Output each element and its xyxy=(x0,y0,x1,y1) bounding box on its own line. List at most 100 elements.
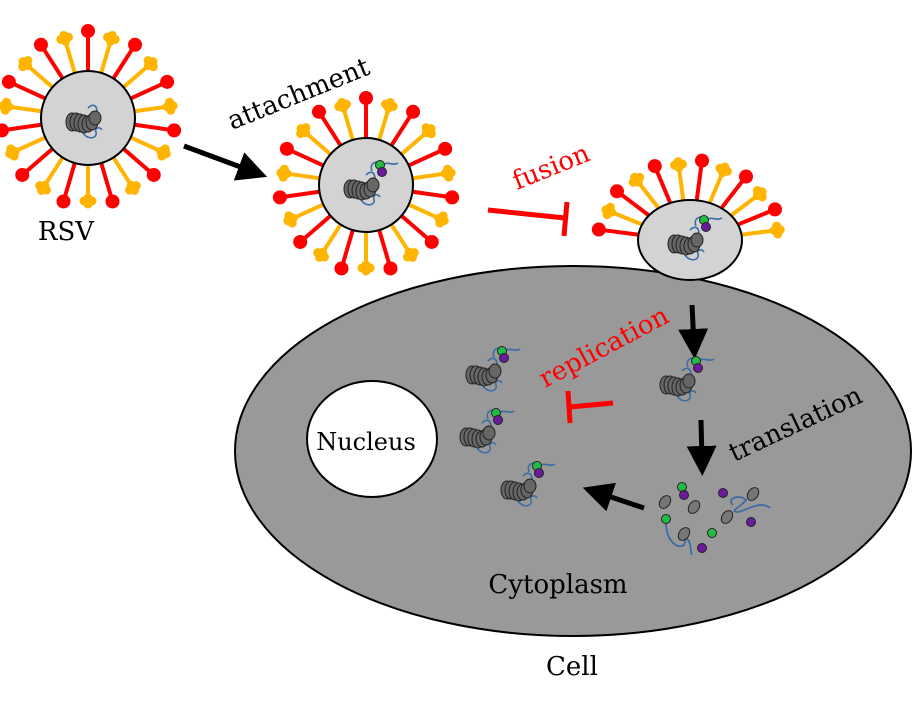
g-protein-spike xyxy=(39,43,66,82)
rsv-virion-attached xyxy=(272,91,460,276)
f-protein-head xyxy=(276,164,292,182)
g-protein-spike xyxy=(1,122,45,133)
rsv-label: RSV xyxy=(38,217,95,247)
g-protein-head xyxy=(1,74,16,89)
f-protein-head xyxy=(421,123,436,139)
g-protein-head xyxy=(591,222,606,237)
g-protein-head xyxy=(424,234,439,249)
nucleus-membrane xyxy=(306,380,438,498)
g-protein-head xyxy=(160,74,175,89)
g-protein-spike xyxy=(98,160,115,203)
g-protein-spike xyxy=(120,145,156,177)
purple-protein xyxy=(746,517,756,527)
g-protein-head xyxy=(56,194,71,209)
f-protein-head xyxy=(601,202,616,220)
f-protein-head xyxy=(434,211,449,228)
f-protein-head xyxy=(5,144,20,161)
rsv-virion-fusing xyxy=(591,153,785,281)
g-protein-spike xyxy=(694,160,704,203)
rna-strand xyxy=(730,496,771,513)
f-protein-head xyxy=(79,193,97,209)
g-protein-head xyxy=(647,159,662,174)
g-protein-spike xyxy=(61,160,78,203)
attachment-label: attachment xyxy=(223,52,374,136)
f-protein-head xyxy=(143,56,158,72)
f-protein-head xyxy=(162,97,178,115)
g-protein-head xyxy=(128,37,143,52)
g-protein-spike xyxy=(110,43,137,82)
g-protein-spike xyxy=(286,147,327,169)
g-protein-head xyxy=(279,141,294,156)
n-protein xyxy=(720,510,734,524)
f-protein-head xyxy=(334,97,351,113)
f-protein-head xyxy=(283,211,298,228)
g-protein-spike xyxy=(131,122,175,133)
g-protein-head xyxy=(272,190,287,205)
g-protein-head xyxy=(15,167,30,182)
g-protein-spike xyxy=(20,145,56,177)
g-protein-head xyxy=(739,169,754,184)
n-protein xyxy=(687,500,701,514)
g-protein-spike xyxy=(598,227,642,238)
purple-protein xyxy=(697,543,707,553)
g-protein-head xyxy=(445,190,460,205)
f-protein-head xyxy=(769,221,785,239)
cell-label: Cell xyxy=(546,652,598,682)
g-protein-head xyxy=(105,194,120,209)
g-protein-spike xyxy=(388,110,415,149)
f-protein-head xyxy=(628,172,645,187)
nucleus: Nucleus xyxy=(306,380,438,498)
f-protein-head xyxy=(357,260,375,276)
g-protein-head xyxy=(695,153,710,168)
fusion-inhibitor xyxy=(487,201,570,237)
f-protein-head xyxy=(0,97,14,115)
g-protein-spike xyxy=(405,147,446,169)
cytoplasm-label: Cytoplasm xyxy=(488,570,627,600)
g-protein-spike xyxy=(398,212,434,244)
rsv-virion-free xyxy=(0,24,182,209)
g-protein-spike xyxy=(127,80,168,102)
rna-strand xyxy=(665,521,693,556)
glycoprotein-spikes xyxy=(591,153,785,239)
g-protein-spike xyxy=(279,189,323,200)
g-protein-head xyxy=(167,123,182,138)
translated-proteins xyxy=(658,482,771,556)
g-protein-head xyxy=(146,167,161,182)
g-protein-spike xyxy=(718,175,748,212)
glycoprotein-spikes xyxy=(0,24,182,209)
g-protein-head xyxy=(311,104,326,119)
f-protein-head xyxy=(56,30,73,46)
cell xyxy=(234,265,912,637)
g-protein-head xyxy=(81,24,95,38)
f-protein-head xyxy=(103,30,120,46)
g-protein-spike xyxy=(376,227,393,270)
g-protein-head xyxy=(438,141,453,156)
g-protein-spike xyxy=(615,189,653,219)
g-protein-head xyxy=(33,37,48,52)
f-protein-head xyxy=(403,247,419,262)
nucleus-label: Nucleus xyxy=(316,428,416,456)
green-protein xyxy=(707,528,717,538)
f-protein-head xyxy=(18,56,33,72)
f-protein-head xyxy=(125,180,141,195)
f-protein-head xyxy=(440,164,456,182)
g-protein-spike xyxy=(339,227,356,270)
g-protein-head xyxy=(406,104,421,119)
n-protein xyxy=(677,527,691,541)
assembly-arrow xyxy=(582,482,645,512)
f-protein-head xyxy=(296,123,311,139)
g-protein-spike xyxy=(652,165,673,206)
f-protein-head xyxy=(35,180,51,195)
g-protein-spike xyxy=(734,207,776,228)
g-protein-head xyxy=(359,91,373,105)
g-protein-head xyxy=(383,261,398,276)
n-protein xyxy=(658,495,672,509)
g-protein-head xyxy=(610,184,625,199)
replication-inhibitor xyxy=(565,390,614,424)
g-protein-head xyxy=(334,261,349,276)
f-protein-head xyxy=(752,186,767,202)
green-protein xyxy=(661,514,671,524)
fusion-label: fusion xyxy=(508,138,594,196)
g-protein-head xyxy=(767,202,782,217)
